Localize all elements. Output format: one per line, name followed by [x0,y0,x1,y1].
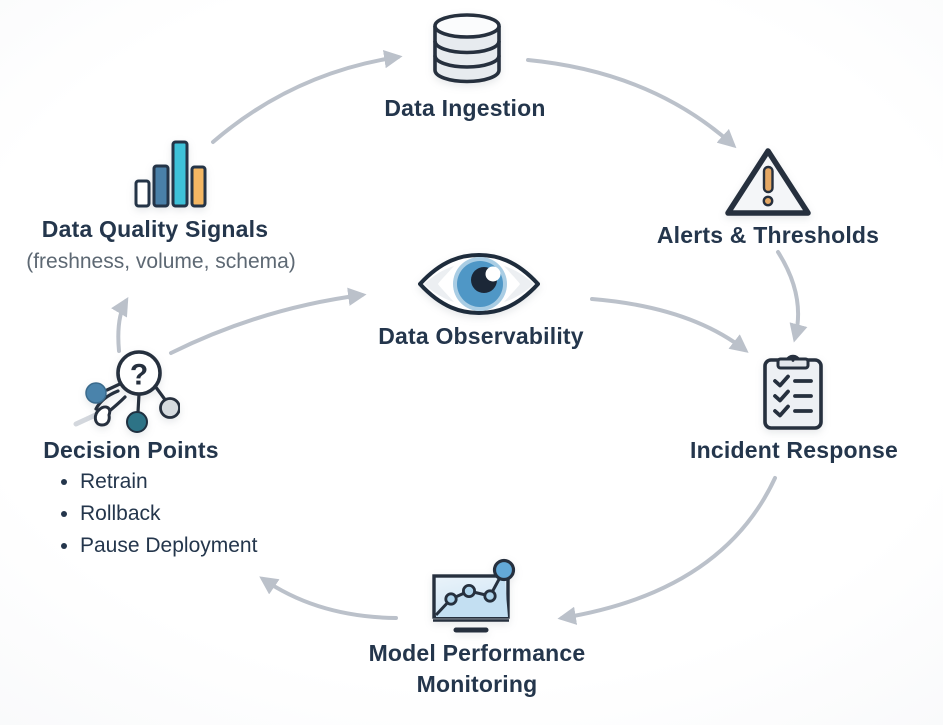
arrow-quality-to-ingestion [211,49,403,144]
warning-triangle-icon [725,148,811,216]
monitor-chart-icon [432,558,516,633]
label-model-performance-monitoring: Model Performance Monitoring [369,638,586,700]
label-data-quality-signals: Data Quality Signals [41,216,269,242]
bar-chart-icon [134,140,207,208]
database-icon [433,13,501,84]
arrow-decision-to-quality [111,297,129,353]
clipboard-checklist-icon [763,354,823,430]
arrow-ingestion-to-alerts [526,58,737,149]
bullet-rollback: Rollback [80,498,257,530]
label-decision-points: Decision Points [43,437,219,463]
label-model-performance-line1: Model Performance [368,640,586,666]
bullet-pause-deployment: Pause Deployment [80,530,257,562]
question-mark-glyph: ? [130,359,148,392]
label-data-observability: Data Observability [378,323,584,349]
label-alerts-thresholds: Alerts & Thresholds [656,222,880,248]
subtitle-data-quality-signals: (freshness, volume, schema) [26,250,296,273]
arrow-model-to-decision [259,576,398,620]
decision-points-bullet-list: Retrain Rollback Pause Deployment [60,466,257,562]
decision-tree-icon: ? [85,350,180,433]
bullet-retrain: Retrain [80,466,257,498]
arrow-incident-to-model [557,476,777,625]
arrow-alerts-to-incident [776,250,808,343]
label-model-performance-line2: Monitoring [416,671,538,697]
eye-icon [418,253,540,315]
arrow-decision-to-observability [169,287,367,355]
label-incident-response: Incident Response [690,437,898,463]
label-data-ingestion: Data Ingestion [384,95,546,121]
arrow-observability-to-incident [590,297,749,353]
